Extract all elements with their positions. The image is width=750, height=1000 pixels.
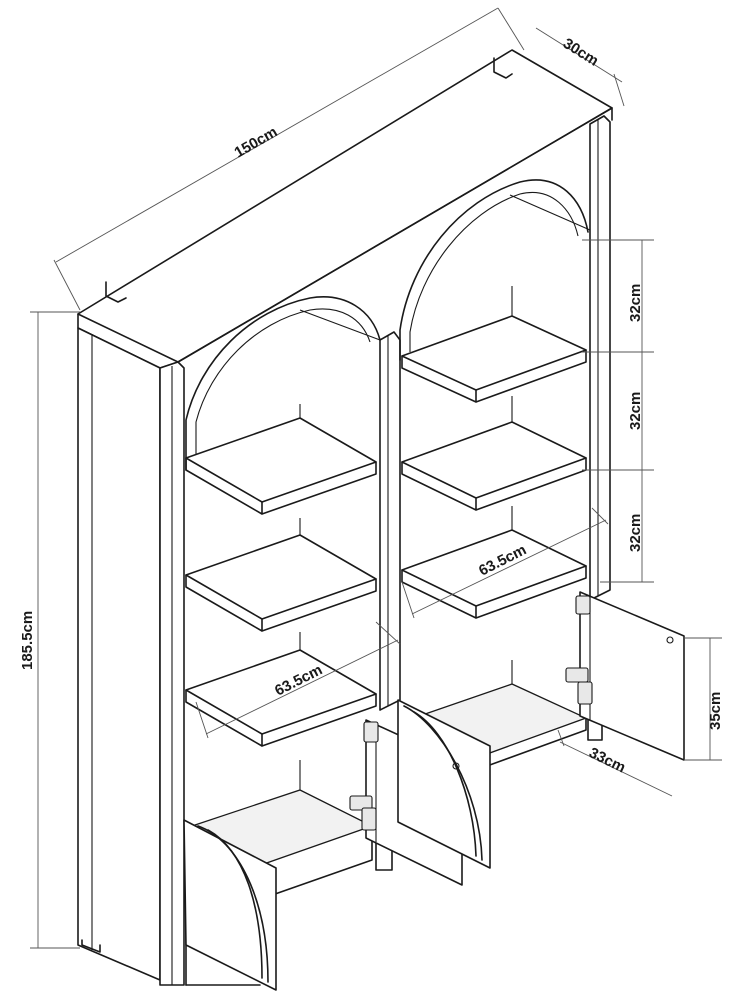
left-side-panel (77, 327, 161, 981)
top-panel (77, 49, 613, 363)
depth-label: 30cm (560, 35, 602, 70)
shelf-gap-top-label: 32cm (627, 284, 644, 322)
shelf-gap-middle-label: 32cm (627, 392, 644, 430)
width-label: 150cm (232, 123, 281, 161)
right-upright (589, 115, 611, 601)
door-right-inner (397, 699, 491, 869)
center-divider (379, 331, 401, 711)
arches (185, 179, 591, 471)
dimension-lines (30, 7, 722, 949)
left-arch (185, 296, 381, 471)
cabinet-depth-label: 33cm (586, 744, 628, 776)
wall-bracket-icon (105, 57, 513, 303)
door-left-outer (183, 819, 277, 991)
bookcase-body (77, 49, 613, 986)
right-shelves (401, 286, 587, 619)
lower-cabinets (183, 591, 685, 991)
door-right-outer (579, 591, 685, 761)
cabinet-height-label: 35cm (707, 692, 724, 730)
hinge-icon (349, 595, 593, 831)
left-shelves (185, 404, 377, 747)
right-arch (399, 179, 589, 361)
shelf-gap-lower-label: 32cm (627, 514, 644, 552)
height-label: 185.5cm (19, 611, 36, 670)
